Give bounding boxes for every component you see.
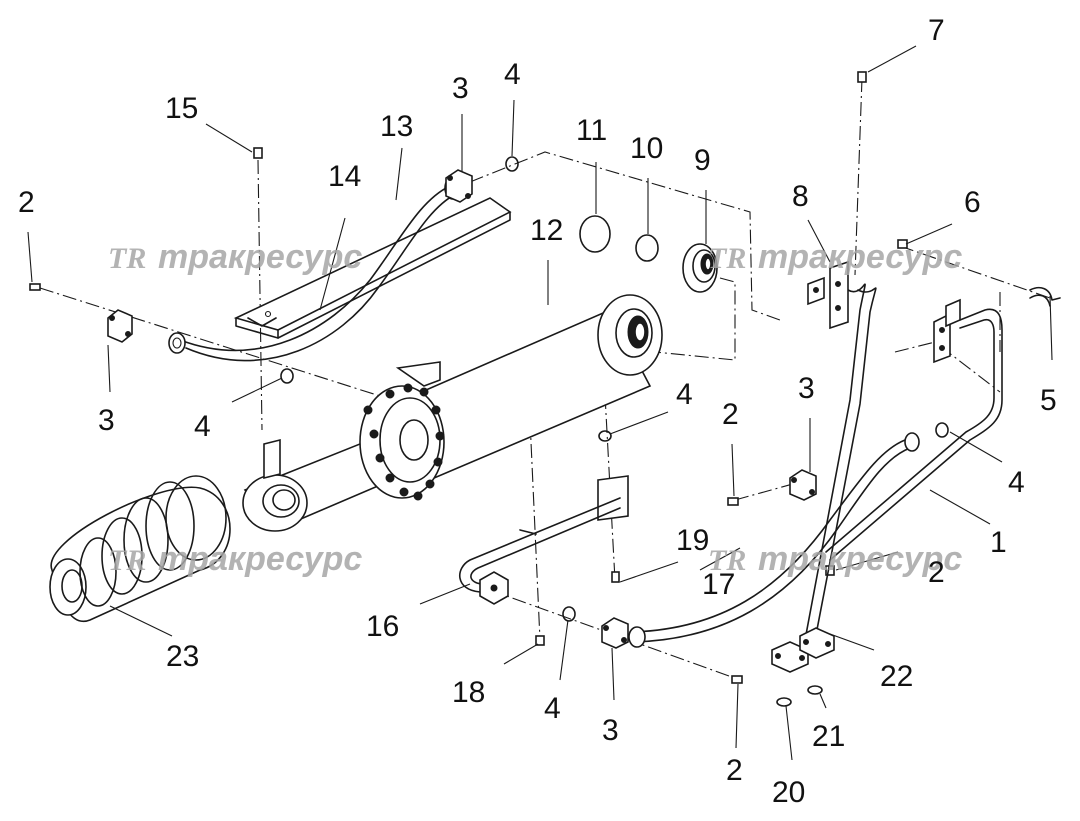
callout-4: 4 — [194, 410, 211, 443]
part-22-flanges — [771, 627, 835, 673]
callout-2: 2 — [722, 398, 739, 431]
callout-15: 15 — [165, 92, 198, 125]
part-9-seal — [682, 243, 718, 293]
callout-1: 1 — [990, 526, 1007, 559]
part-14-guard-plate — [233, 197, 512, 339]
callout-23: 23 — [166, 640, 199, 673]
callout-7: 7 — [928, 14, 945, 47]
callout-17: 17 — [702, 568, 735, 601]
callout-4: 4 — [1008, 466, 1025, 499]
leader-lines — [27, 45, 1053, 761]
watermark-text: тракресурс — [158, 238, 362, 276]
callout-8: 8 — [792, 180, 809, 213]
callout-13: 13 — [380, 110, 413, 143]
callout-14: 14 — [328, 160, 361, 193]
callout-11: 11 — [576, 114, 607, 147]
callout-3: 3 — [602, 714, 619, 747]
watermark-top-left: TR тракресурс — [108, 238, 362, 276]
callout-4: 4 — [504, 58, 521, 91]
part-1-pipe-assembly — [804, 283, 1003, 641]
callout-3: 3 — [452, 72, 469, 105]
part-3-flange-clamps — [107, 169, 817, 649]
callout-2: 2 — [928, 556, 945, 589]
watermark-text: тракресурс — [158, 540, 362, 578]
watermark-bottom-left: TR тракресурс — [108, 540, 362, 578]
callout-5: 5 — [1040, 384, 1057, 417]
callout-2: 2 — [726, 754, 743, 787]
watermark-logo: TR — [108, 242, 146, 275]
callout-12: 12 — [530, 214, 563, 247]
callout-22: 22 — [880, 660, 913, 693]
part-5-bracket — [933, 286, 1061, 364]
watermark-text: тракресурс — [758, 238, 962, 276]
callout-21: 21 — [812, 720, 845, 753]
assembly-axes — [39, 77, 1051, 681]
callout-19: 19 — [676, 524, 709, 557]
watermark-bottom-right: TR тракресурс — [708, 540, 962, 578]
part-8-bracket — [807, 260, 849, 330]
callout-16: 16 — [366, 610, 399, 643]
callout-20: 20 — [772, 776, 805, 809]
callout-4: 4 — [544, 692, 561, 725]
part-23-bellows — [49, 475, 231, 623]
watermark-logo: TR — [708, 544, 746, 577]
watermark-text: тракресурс — [758, 540, 962, 578]
watermark-logo: TR — [708, 242, 746, 275]
callout-9: 9 — [694, 144, 711, 177]
callout-2: 2 — [18, 186, 35, 219]
watermark-top-right: TR тракресурс — [708, 238, 962, 276]
o-rings — [280, 156, 949, 707]
callout-3: 3 — [798, 372, 815, 405]
callout-6: 6 — [964, 186, 981, 219]
callout-labels: 2 15 14 13 3 4 11 10 9 12 8 7 6 5 3 4 4 … — [18, 14, 1057, 809]
callout-4: 4 — [676, 378, 693, 411]
watermark-logo: TR — [108, 544, 146, 577]
callout-10: 10 — [630, 132, 663, 165]
part-16-pipe — [458, 497, 621, 605]
part-17-hose — [628, 432, 920, 648]
part-12-cylinder — [242, 294, 663, 532]
callout-18: 18 — [452, 676, 485, 709]
callout-3: 3 — [98, 404, 115, 437]
